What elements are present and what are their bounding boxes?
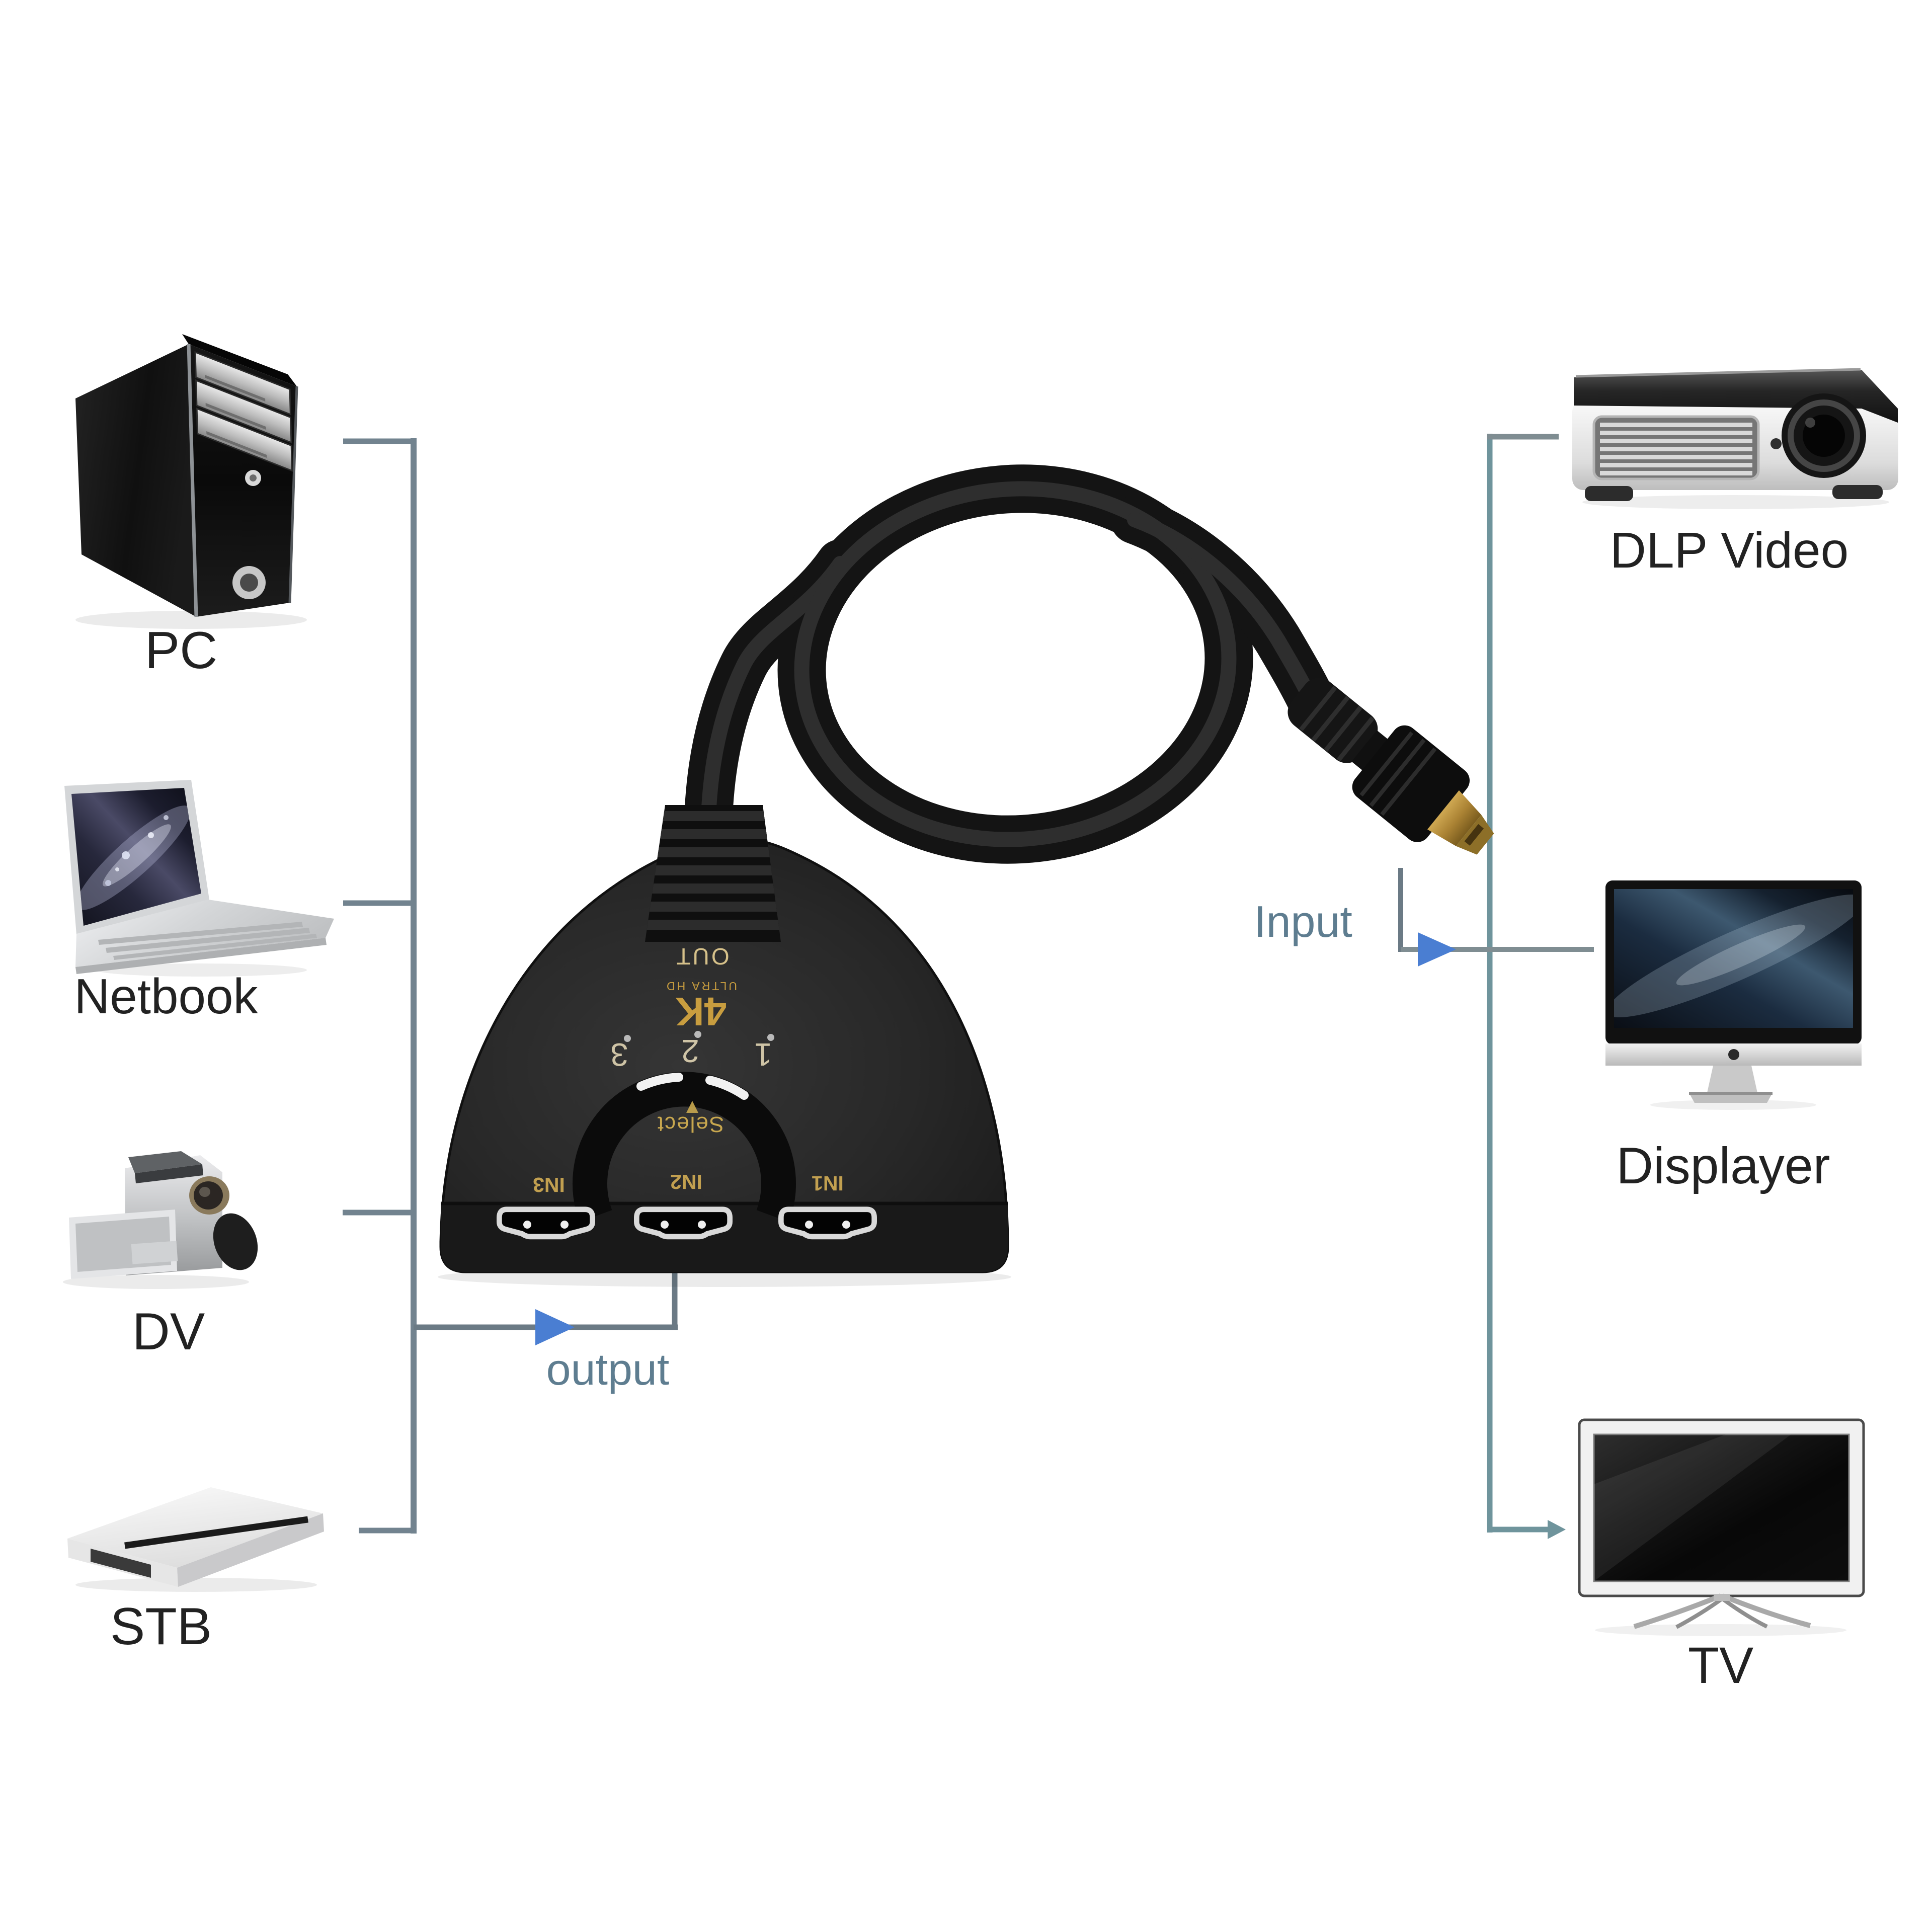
svg-text:STB: STB [110,1597,212,1656]
svg-text:Input: Input [1254,897,1352,946]
svg-text:Netbook: Netbook [74,969,258,1024]
svg-text:DLP Video: DLP Video [1610,522,1848,579]
svg-text:output: output [546,1344,670,1394]
svg-text:4K: 4K [675,989,727,1034]
svg-text:ULTRA HD: ULTRA HD [665,980,737,993]
svg-text:IN2: IN2 [670,1170,702,1193]
svg-text:IN3: IN3 [533,1173,565,1196]
svg-text:Displayer: Displayer [1616,1137,1830,1194]
svg-text:3: 3 [610,1036,628,1073]
svg-text:DV: DV [132,1303,205,1361]
svg-text:IN1: IN1 [812,1172,844,1195]
svg-text:2: 2 [681,1033,699,1069]
svg-text:Select: Select [657,1112,724,1137]
svg-text:1: 1 [754,1036,772,1073]
svg-text:OUT: OUT [674,943,729,970]
svg-text:TV: TV [1688,1637,1753,1694]
svg-text:PC: PC [145,621,217,680]
